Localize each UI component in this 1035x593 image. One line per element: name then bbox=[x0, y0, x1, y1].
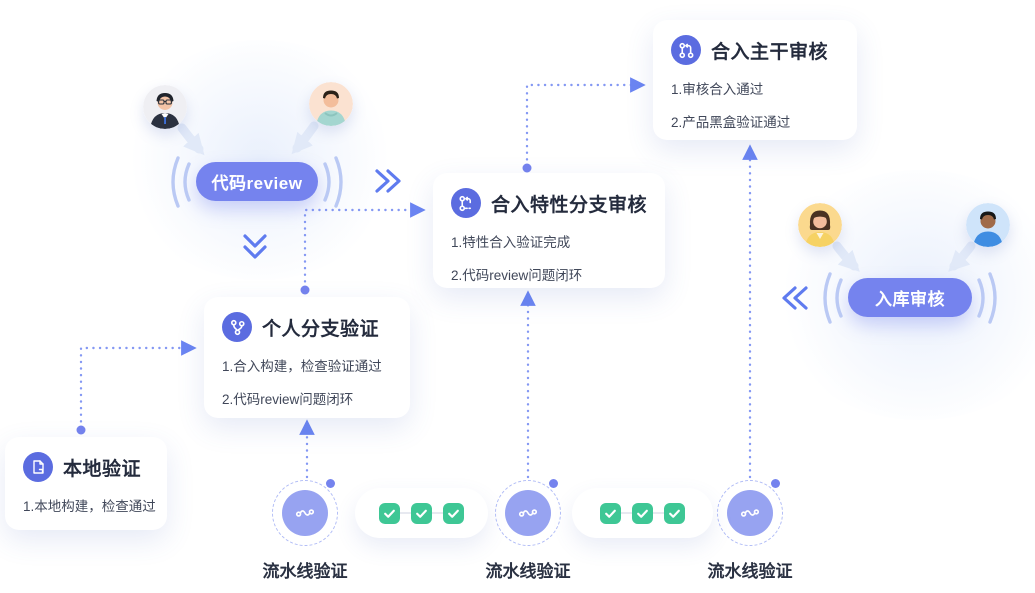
check-group-1 bbox=[355, 488, 488, 538]
check-connector bbox=[432, 512, 443, 514]
code-review-label: 代码review bbox=[211, 174, 303, 193]
pipeline-node-3: 流水线验证 bbox=[695, 479, 805, 582]
check-icon bbox=[664, 502, 685, 524]
git-merge-dashed-icon bbox=[451, 188, 481, 218]
double-chevron-right-icon bbox=[375, 169, 401, 193]
pipeline-node-1: 流水线验证 bbox=[250, 479, 360, 582]
avatar-man-blue-shirt bbox=[966, 203, 1010, 247]
card-title: 个人分支验证 bbox=[262, 318, 380, 340]
double-chevron-down-icon bbox=[243, 234, 267, 259]
card-item: 2.产品黑盒验证通过 bbox=[671, 115, 791, 130]
check-group-2 bbox=[572, 488, 713, 538]
pipeline-icon bbox=[505, 490, 551, 536]
avatar-man-teal-hoodie bbox=[309, 82, 353, 126]
pipeline-dashed-ring bbox=[717, 479, 783, 546]
card-title: 合入特性分支审核 bbox=[491, 194, 648, 216]
pipeline-label: 流水线验证 bbox=[485, 562, 571, 581]
pipeline-node-2: 流水线验证 bbox=[473, 479, 583, 582]
card-item: 1.审核合入通过 bbox=[671, 82, 764, 97]
avatar-man-glasses-suit bbox=[143, 85, 187, 129]
warehouse-review-pill: 入库审核 bbox=[848, 278, 972, 317]
warehouse-review-label: 入库审核 bbox=[875, 290, 945, 309]
git-branch-icon bbox=[222, 312, 252, 342]
card-item: 2.代码review问题闭环 bbox=[451, 268, 583, 283]
card-item: 1.合入构建，检查验证通过 bbox=[222, 359, 382, 374]
sound-arcs-left-icon bbox=[171, 156, 191, 208]
card-item: 1.特性合入验证完成 bbox=[451, 235, 571, 250]
dotted-connector-group bbox=[79, 77, 758, 479]
card-personal-branch-verification: 个人分支验证 1.合入构建，检查验证通过 2.代码review问题闭环 bbox=[204, 297, 410, 418]
pipeline-ring-dot bbox=[771, 479, 780, 488]
card-local-verification: 本地验证 1.本地构建，检查通过 bbox=[5, 437, 167, 530]
check-icon bbox=[600, 502, 621, 524]
pipeline-ring-dot bbox=[326, 479, 335, 488]
check-connector bbox=[653, 512, 664, 514]
double-chevron-left-icon bbox=[782, 286, 808, 310]
document-icon bbox=[23, 452, 53, 482]
card-title: 本地验证 bbox=[63, 458, 142, 480]
card-trunk-merge-review: 合入主干审核 1.审核合入通过 2.产品黑盒验证通过 bbox=[653, 20, 857, 140]
code-review-pill: 代码review bbox=[196, 162, 318, 201]
sound-arcs-right-icon bbox=[977, 272, 997, 324]
sound-arcs-right-icon bbox=[323, 156, 343, 208]
avatar-woman-yellow-jacket bbox=[798, 203, 842, 247]
pipeline-icon bbox=[282, 490, 328, 536]
check-icon bbox=[632, 502, 653, 524]
check-connector bbox=[400, 512, 411, 514]
check-icon bbox=[411, 502, 432, 524]
connector-start-dot bbox=[76, 163, 532, 435]
pipeline-dashed-ring bbox=[272, 479, 338, 546]
avatar-arrow bbox=[177, 121, 976, 272]
pipeline-ring-dot bbox=[549, 479, 558, 488]
pipeline-dashed-ring bbox=[495, 479, 561, 546]
check-connector bbox=[621, 512, 632, 514]
sound-arcs-left-icon bbox=[823, 272, 843, 324]
card-item: 2.代码review问题闭环 bbox=[222, 392, 354, 407]
pipeline-label: 流水线验证 bbox=[707, 562, 793, 581]
card-title: 合入主干审核 bbox=[711, 41, 829, 63]
check-icon bbox=[379, 502, 400, 524]
pipeline-icon bbox=[727, 490, 773, 536]
check-icon bbox=[443, 502, 464, 524]
card-feature-branch-review: 合入特性分支审核 1.特性合入验证完成 2.代码review问题闭环 bbox=[433, 173, 665, 288]
git-pull-request-icon bbox=[671, 35, 701, 65]
pipeline-label: 流水线验证 bbox=[262, 562, 348, 581]
card-item: 1.本地构建，检查通过 bbox=[23, 499, 156, 514]
